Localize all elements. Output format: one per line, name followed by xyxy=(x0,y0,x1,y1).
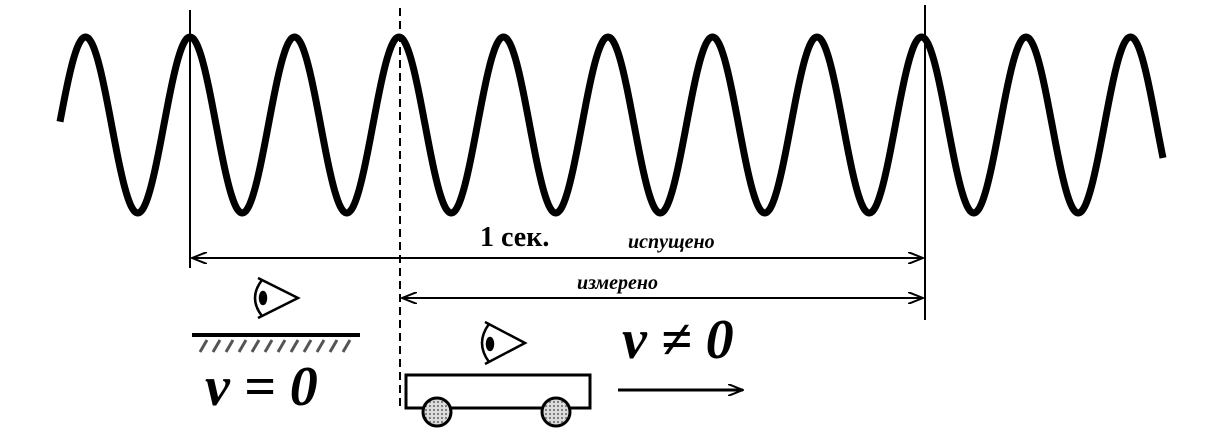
hatch-stroke xyxy=(198,339,209,353)
hatch-stroke xyxy=(289,339,300,353)
hatch-stroke xyxy=(211,339,222,353)
ground-hatching xyxy=(198,339,352,353)
cart-wheel xyxy=(421,396,453,428)
hatch-stroke xyxy=(341,339,352,353)
duration-label: 1 сек. xyxy=(480,222,549,253)
hatch-stroke xyxy=(250,339,261,353)
sine-wave xyxy=(56,33,1167,217)
hatch-stroke xyxy=(315,339,326,353)
measured-label: измерено xyxy=(577,272,658,294)
moving-velocity-label: v ≠ 0 xyxy=(622,309,734,371)
hatch-stroke xyxy=(224,339,235,353)
rest-velocity-label: v = 0 xyxy=(205,356,318,418)
eye-icon xyxy=(253,276,301,320)
emitted-label: испущено xyxy=(628,231,715,253)
eye-icon xyxy=(480,320,528,366)
cart-wheel xyxy=(540,396,572,428)
hatch-stroke xyxy=(263,339,274,353)
hatch-stroke xyxy=(237,339,248,353)
hatch-stroke xyxy=(276,339,287,353)
hatch-stroke xyxy=(302,339,313,353)
hatch-stroke xyxy=(328,339,339,353)
